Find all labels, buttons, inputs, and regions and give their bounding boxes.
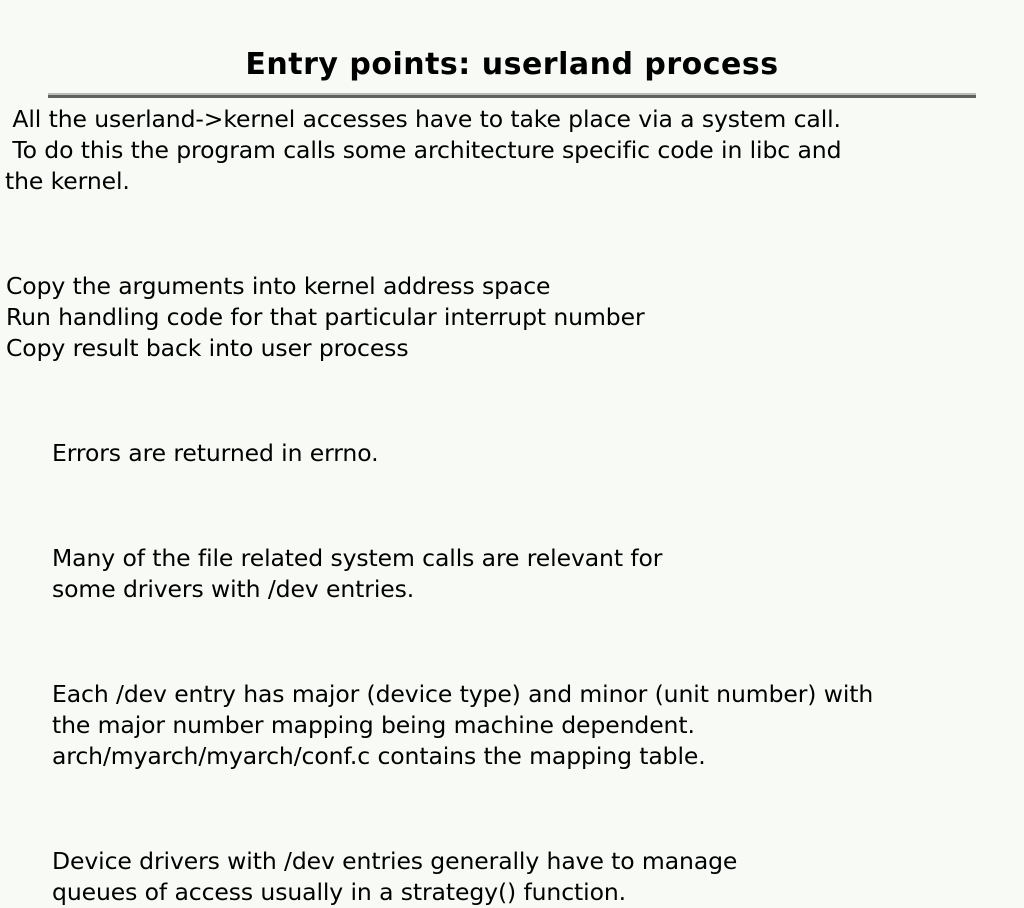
text-line: the kernel. [5, 167, 130, 195]
text-line: Run handling code for that particular in… [6, 303, 645, 331]
text-line: some drivers with /dev entries. [52, 575, 415, 603]
block-spacer [0, 469, 1024, 506]
block-spacer [0, 772, 1024, 809]
paragraph-dev-entries: Each /dev entry has major (device type) … [0, 679, 1024, 772]
text-line: arch/myarch/myarch/conf.c contains the m… [52, 742, 706, 770]
block-spacer [0, 234, 1024, 271]
page-title: Entry points: userland process [245, 47, 779, 82]
text-line: Errors are returned in errno. [52, 439, 379, 467]
text-line: Copy result back into user process [6, 334, 409, 362]
paragraph-intro: All the userland->kernel accesses have t… [0, 104, 1024, 197]
block-spacer [0, 809, 1024, 846]
block-spacer [0, 506, 1024, 543]
paragraph-errors: Errors are returned in errno. [0, 438, 1024, 469]
block-spacer [0, 401, 1024, 438]
text-line: Many of the file related system calls ar… [52, 544, 663, 572]
text-line: queues of access usually in a strategy()… [52, 878, 627, 906]
title-divider [48, 93, 976, 98]
text-line: All the userland->kernel accesses have t… [5, 105, 841, 133]
text-line: the major number mapping being machine d… [52, 711, 695, 739]
block-spacer [0, 197, 1024, 234]
slide-body: All the userland->kernel accesses have t… [0, 104, 1024, 908]
text-line: Each /dev entry has major (device type) … [52, 680, 874, 708]
paragraph-syscall-steps: Copy the arguments into kernel address s… [0, 271, 1024, 364]
block-spacer [0, 605, 1024, 642]
block-spacer [0, 642, 1024, 679]
paragraph-file-syscalls: Many of the file related system calls ar… [0, 543, 1024, 605]
slide: Entry points: userland process All the u… [5, 47, 976, 906]
text-line: Device drivers with /dev entries general… [52, 847, 738, 875]
paragraph-device-drivers: Device drivers with /dev entries general… [0, 846, 1024, 908]
block-spacer [0, 364, 1024, 401]
text-line: To do this the program calls some archit… [5, 136, 842, 164]
text-line: Copy the arguments into kernel address s… [6, 272, 551, 300]
